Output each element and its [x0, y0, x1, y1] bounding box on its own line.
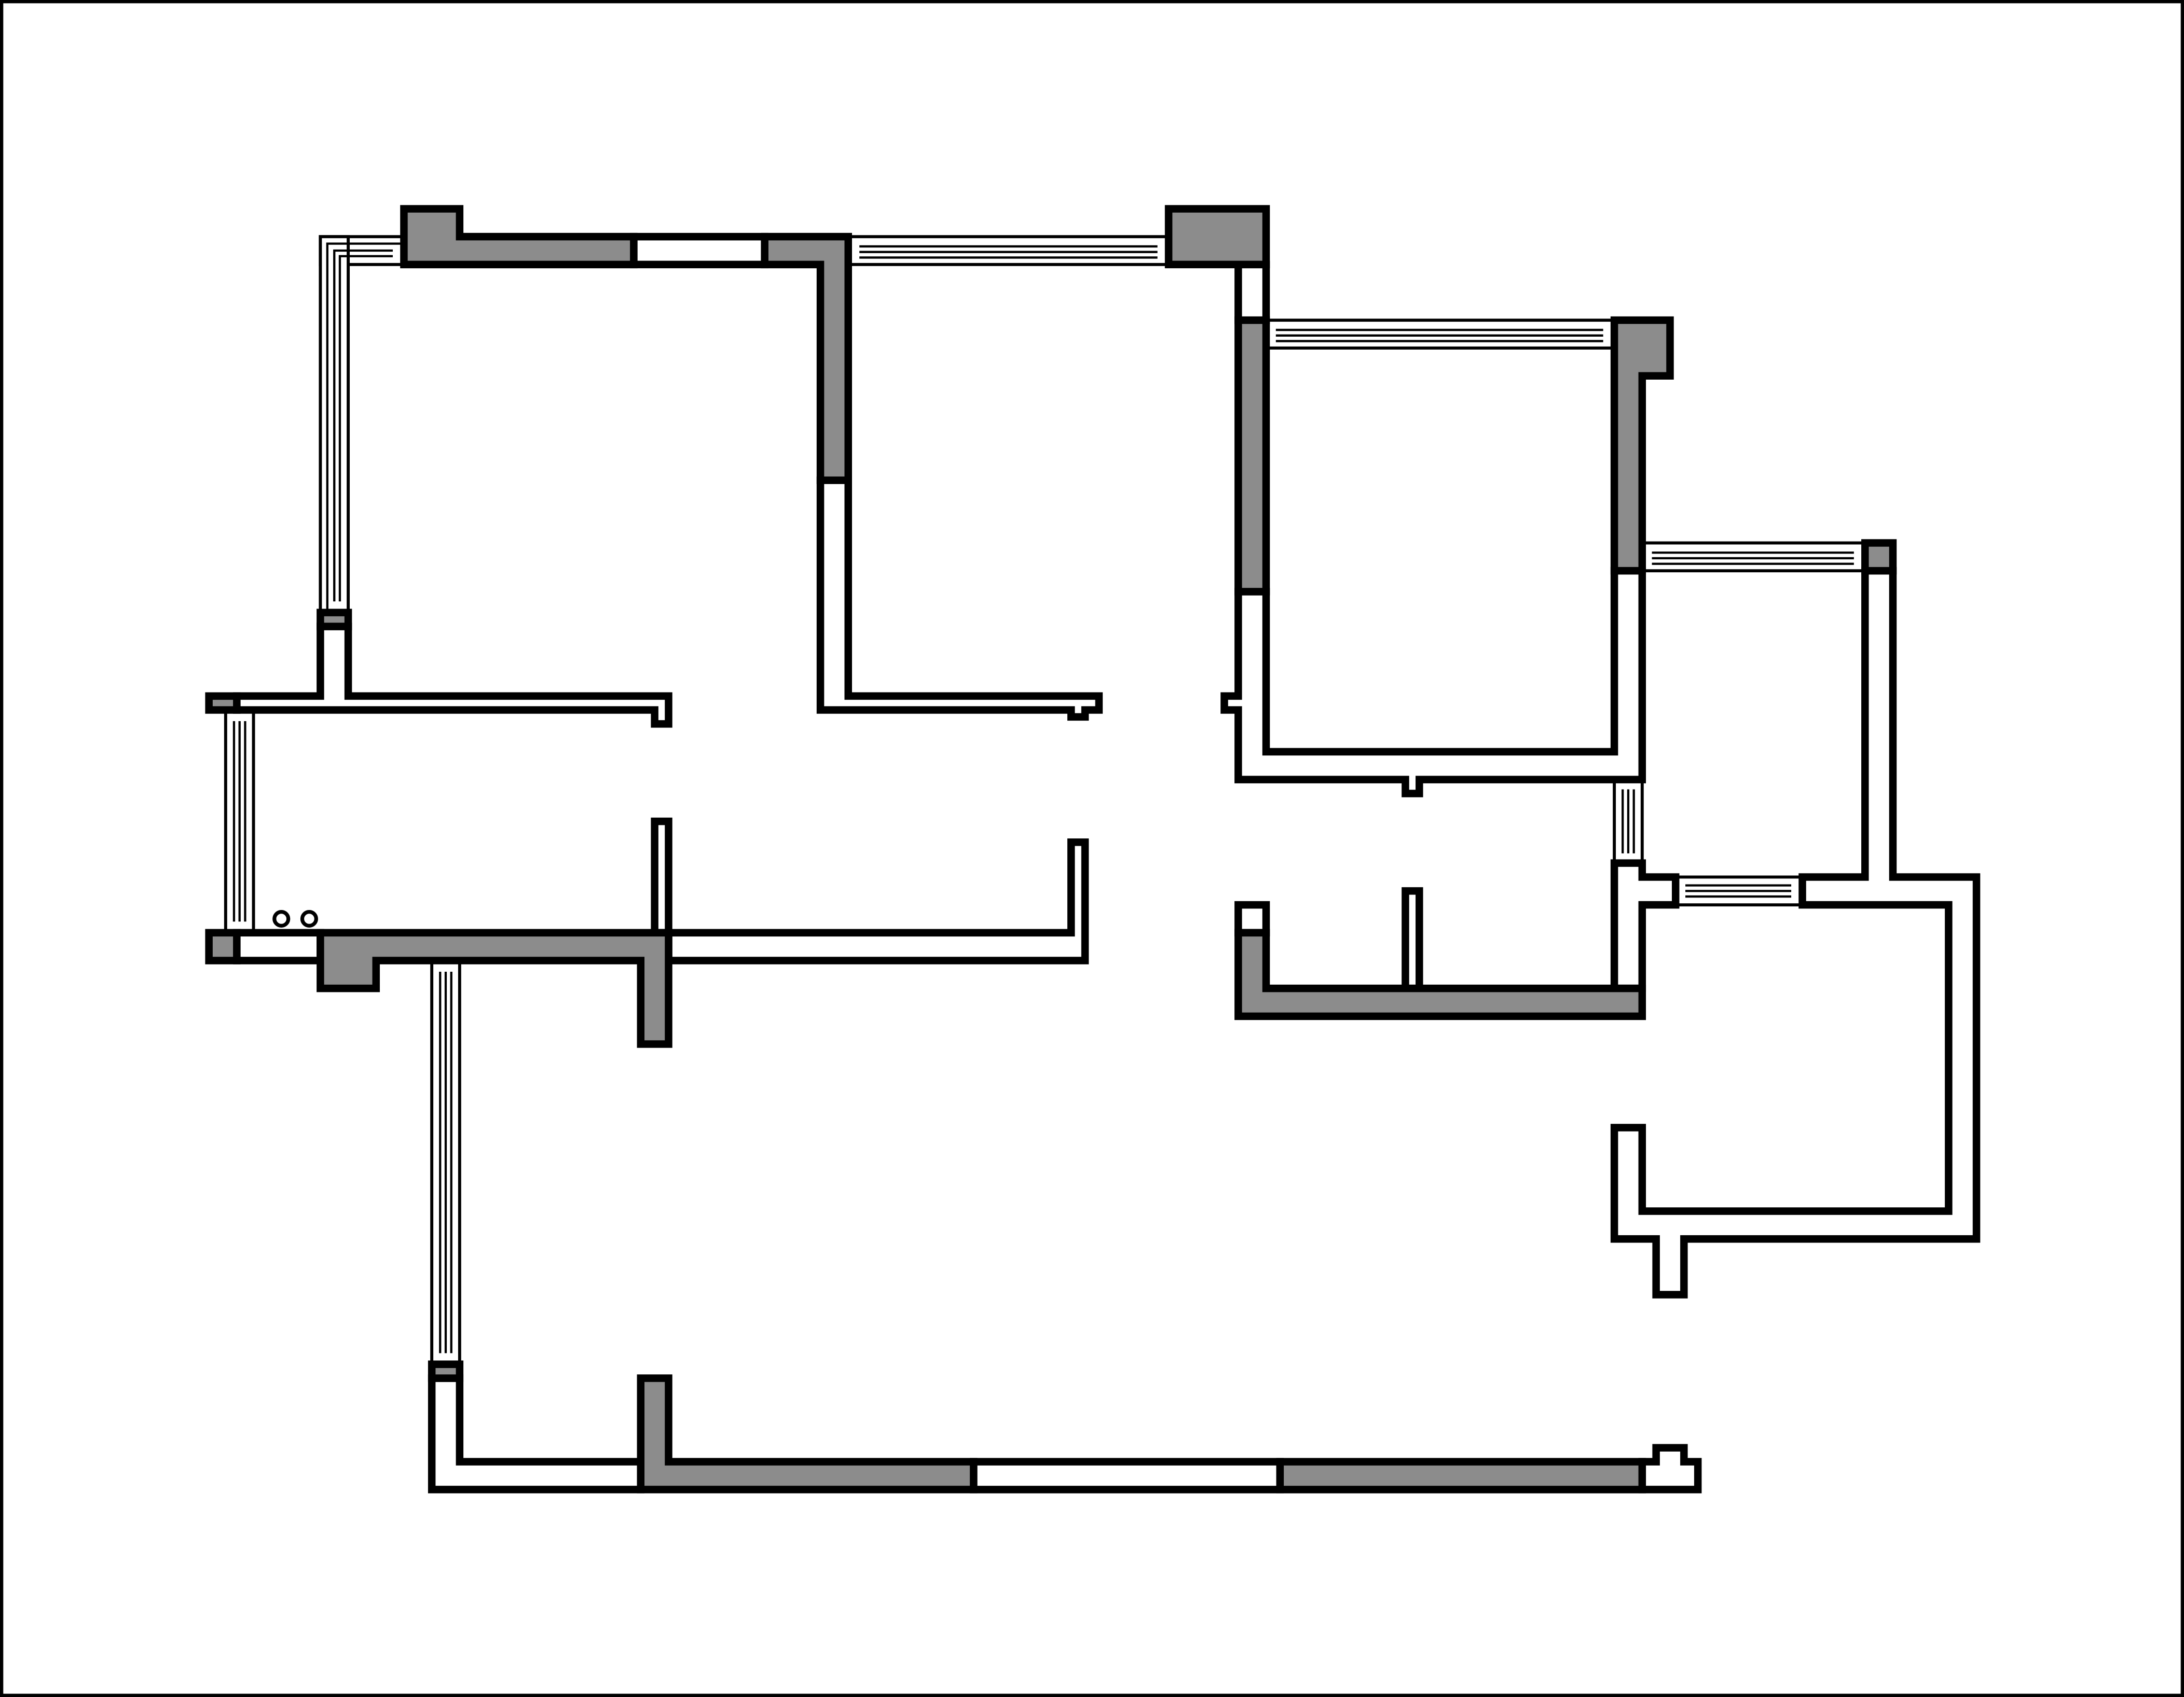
window-left-side — [224, 708, 255, 934]
window-middle-right-horizontal — [1674, 875, 1804, 907]
window-middle-right-vertical — [1613, 778, 1644, 865]
window-upper-right — [1265, 319, 1616, 350]
window-far-right — [1640, 541, 1867, 573]
partition-walls — [233, 232, 1981, 1494]
pipe-fixture — [272, 909, 291, 928]
pipe-fixture — [300, 909, 318, 928]
structural-columns — [205, 205, 1897, 1494]
window-top-middle — [846, 235, 1171, 266]
window-top-left — [319, 235, 406, 614]
pipe-fixtures — [272, 909, 318, 928]
window-lower-left — [430, 959, 461, 1366]
